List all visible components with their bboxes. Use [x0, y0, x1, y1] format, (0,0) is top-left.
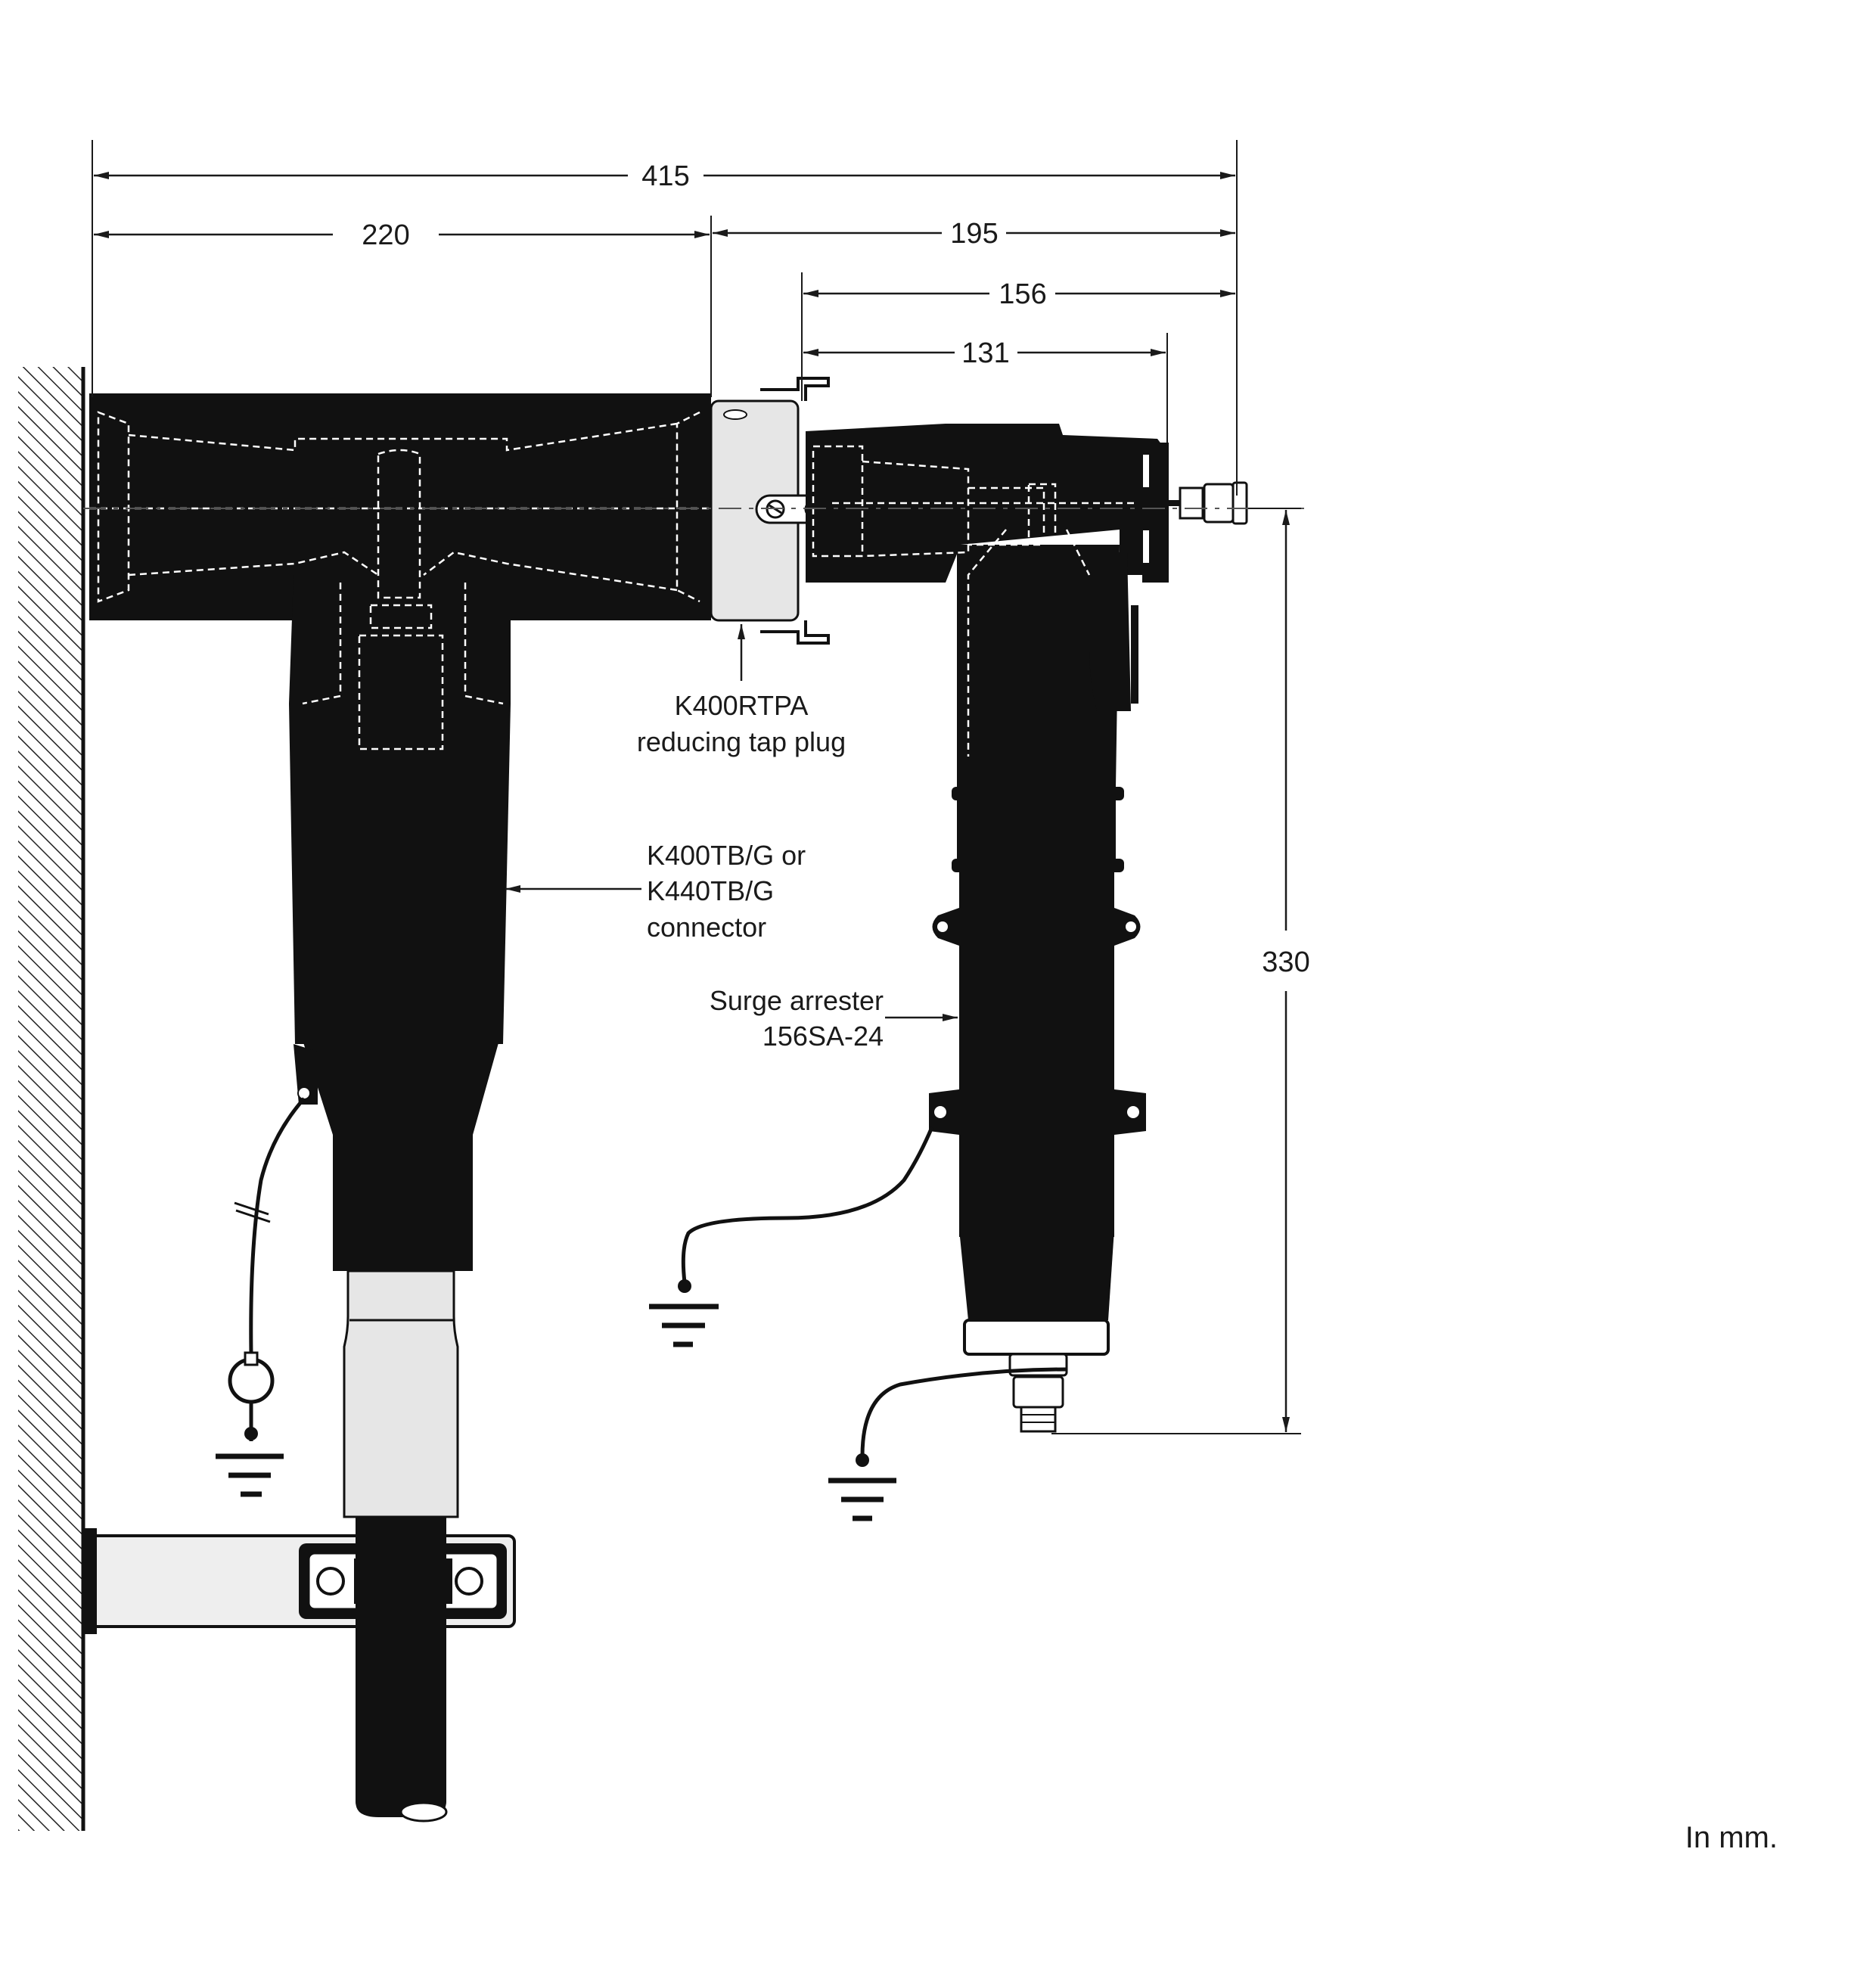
callout-tap-plug-line1: K400RTPA: [675, 690, 809, 721]
t-connector: [89, 393, 711, 1518]
dimension-arrester-body-offset: 156: [803, 278, 1235, 310]
ground-symbol-icon: [216, 1453, 284, 1497]
callout-connector-line1: K400TB/G or: [647, 840, 806, 871]
callout-connector-line2: K440TB/G: [647, 875, 774, 906]
dimension-arrester-height: 330: [1262, 510, 1310, 1432]
ground-symbol-icon: [649, 1304, 719, 1347]
dimensions: 415 220 195 156 131 330: [92, 140, 1310, 1434]
dimension-arrester-flange-offset: 131: [803, 337, 1166, 369]
bolt-icon: [316, 1567, 345, 1596]
dimension-label-195: 195: [950, 218, 998, 250]
bolt-icon: [455, 1567, 483, 1596]
ground-symbol-icon: [828, 1478, 896, 1521]
callout-connector: K400TB/G or K440TB/G connector: [505, 840, 806, 943]
dimension-arrester-offset: 195: [713, 218, 1235, 250]
callout-tap-plug-line2: reducing tap plug: [637, 726, 846, 757]
cable-clamp-bracket: [82, 1528, 516, 1634]
units-note: In mm.: [1685, 1821, 1778, 1854]
surge-arrester: [649, 424, 1248, 1521]
dimension-label-131: 131: [961, 337, 1009, 369]
cable: [356, 1513, 448, 1823]
callout-surge-arrester-line2: 156SA-24: [763, 1021, 884, 1052]
dimension-overall-width: 415: [94, 160, 1235, 192]
callout-surge-arrester: Surge arrester 156SA-24: [710, 985, 958, 1052]
dimension-label-330: 330: [1262, 946, 1309, 978]
callout-surge-arrester-line1: Surge arrester: [710, 985, 884, 1016]
callout-tap-plug: K400RTPA reducing tap plug: [637, 624, 846, 757]
callout-connector-line3: connector: [647, 912, 766, 943]
dimension-label-220: 220: [362, 219, 409, 251]
dimension-connector-width: 220: [94, 219, 710, 251]
wall: [18, 367, 85, 1831]
dimension-label-415: 415: [641, 160, 689, 192]
dimension-label-156: 156: [999, 278, 1046, 310]
